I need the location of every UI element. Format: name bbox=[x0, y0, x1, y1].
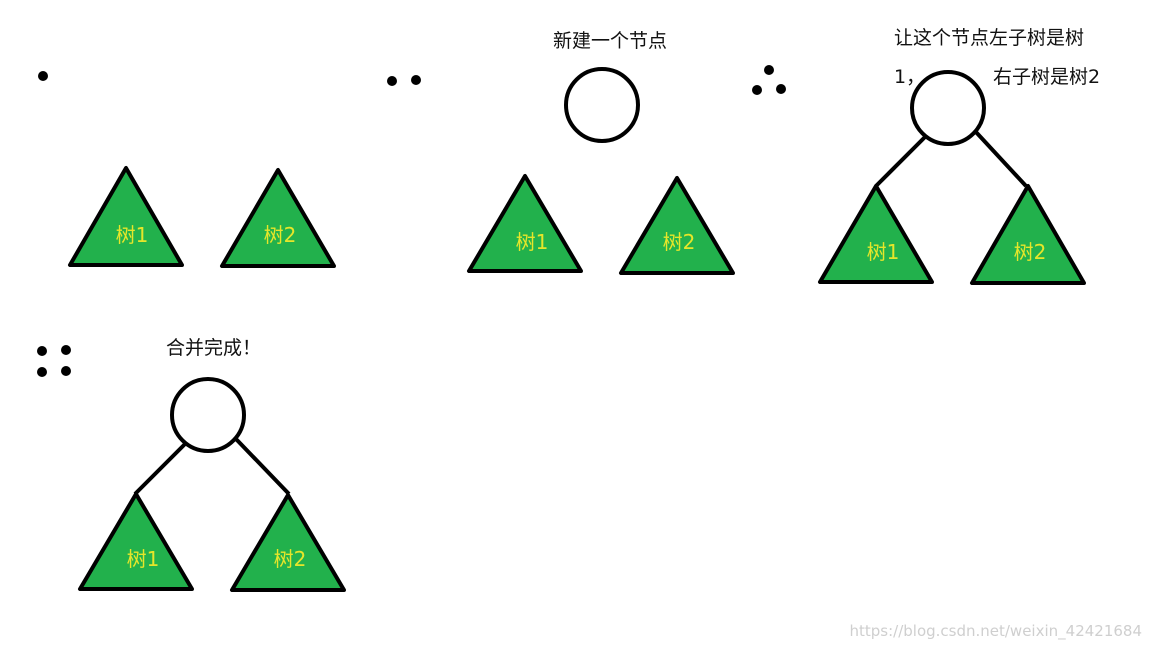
root-node-circle bbox=[910, 70, 986, 146]
tree-2: 树2 bbox=[230, 493, 346, 592]
right-edge bbox=[234, 437, 291, 496]
step-dot bbox=[37, 346, 47, 356]
tree-label: 树1 bbox=[116, 223, 149, 247]
step-dot bbox=[776, 84, 786, 94]
step-3-caption-line1: 让这个节点左子树是树 bbox=[894, 27, 1084, 49]
tree-triangle bbox=[230, 493, 346, 592]
tree-1: 树1 bbox=[818, 184, 934, 284]
tree-label: 树1 bbox=[127, 547, 160, 571]
tree-triangle bbox=[619, 176, 735, 275]
tree-1: 树1 bbox=[467, 174, 583, 273]
tree-2: 树2 bbox=[970, 184, 1086, 285]
step-4-indicator-dots bbox=[37, 345, 71, 377]
step-3-caption-line2a: 1， bbox=[894, 66, 925, 88]
step-2-caption: 新建一个节点 bbox=[553, 30, 667, 52]
tree-1: 树1 bbox=[68, 166, 184, 267]
step-1: 树1 树2 bbox=[38, 71, 336, 268]
step-3: 让这个节点左子树是树 1， 右子树是树2 树1 树2 bbox=[752, 27, 1100, 285]
step-2-indicator-dots bbox=[387, 75, 421, 86]
tree-triangle bbox=[78, 492, 194, 591]
step-4-caption: 合并完成！ bbox=[166, 337, 261, 359]
left-edge bbox=[133, 442, 187, 496]
step-dot bbox=[387, 76, 397, 86]
step-dot bbox=[764, 65, 774, 75]
step-dot bbox=[38, 71, 48, 81]
tree-triangle bbox=[220, 168, 336, 268]
tree-triangle bbox=[970, 184, 1086, 285]
tree-label: 树2 bbox=[274, 547, 307, 571]
tree-label: 树1 bbox=[867, 240, 900, 264]
step-3-caption-line2b: 右子树是树2 bbox=[993, 66, 1100, 88]
tree-2: 树2 bbox=[220, 168, 336, 268]
step-dot bbox=[411, 75, 421, 85]
tree-triangle bbox=[68, 166, 184, 267]
root-node-circle bbox=[170, 377, 246, 453]
step-4: 合并完成！ 树1 树2 bbox=[37, 337, 346, 592]
tree-triangle bbox=[467, 174, 583, 273]
tree-label: 树2 bbox=[663, 230, 696, 254]
right-edge bbox=[973, 129, 1028, 188]
tree-label: 树2 bbox=[264, 223, 297, 247]
tree-label: 树1 bbox=[516, 230, 549, 254]
tree-2: 树2 bbox=[619, 176, 735, 275]
step-2: 新建一个节点 树1 树2 bbox=[387, 30, 735, 275]
tree-triangle bbox=[818, 184, 934, 284]
step-dot bbox=[61, 345, 71, 355]
left-edge bbox=[874, 134, 928, 188]
new-node-circle bbox=[564, 67, 640, 143]
step-dot bbox=[752, 85, 762, 95]
step-dot bbox=[37, 367, 47, 377]
watermark-text: https://blog.csdn.net/weixin_42421684 bbox=[849, 622, 1142, 641]
step-dot bbox=[61, 366, 71, 376]
step-1-indicator-dots bbox=[38, 71, 48, 81]
step-3-indicator-dots bbox=[752, 65, 786, 95]
tree-1: 树1 bbox=[78, 492, 194, 591]
tree-label: 树2 bbox=[1014, 240, 1047, 264]
